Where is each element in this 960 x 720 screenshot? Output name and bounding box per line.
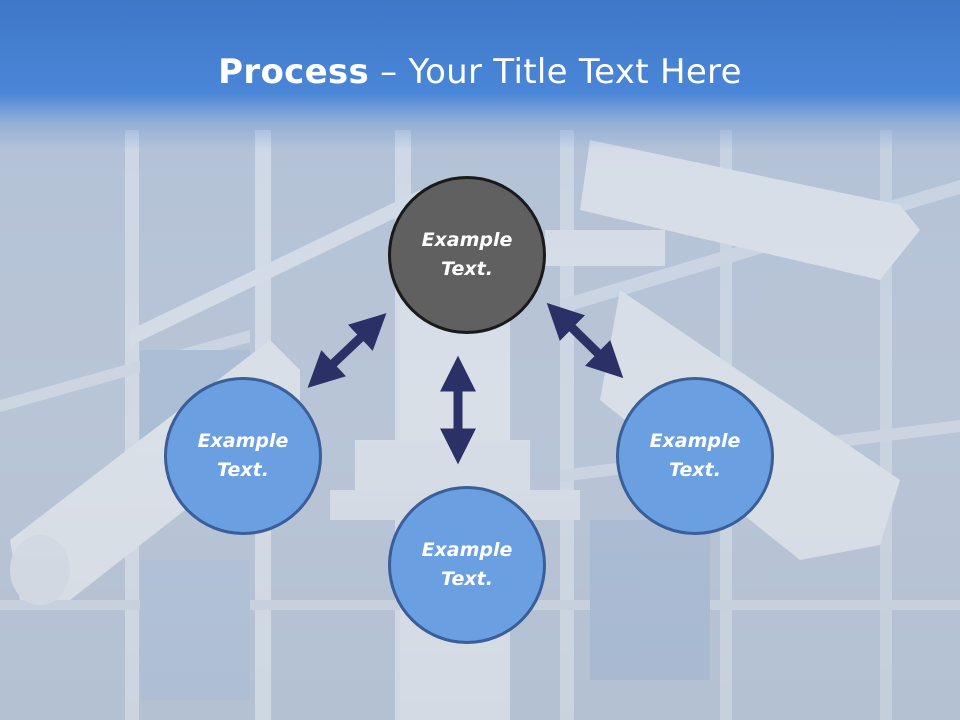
process-node-center: Example Text.: [388, 176, 546, 334]
slide-title: Process – Your Title Text Here: [0, 52, 960, 92]
title-rest: Your Title Text Here: [408, 52, 742, 92]
process-node-bottom: Example Text.: [388, 486, 546, 644]
node-text-line2: Text.: [669, 459, 721, 481]
node-text-line1: Example: [197, 430, 289, 452]
node-text-line1: Example: [421, 539, 513, 561]
node-text-line2: Text.: [441, 258, 493, 280]
node-text-line2: Text.: [441, 568, 493, 590]
process-node-right: Example Text.: [616, 377, 774, 535]
title-bold: Process: [218, 52, 370, 92]
double-arrow-icon: [546, 302, 624, 379]
node-text-line1: Example: [421, 229, 513, 251]
process-node-left: Example Text.: [164, 377, 322, 535]
title-separator: –: [369, 52, 409, 92]
node-text-line1: Example: [649, 430, 741, 452]
node-text-line2: Text.: [217, 459, 269, 481]
double-arrow-icon: [307, 313, 387, 388]
title-bar: [0, 0, 960, 150]
